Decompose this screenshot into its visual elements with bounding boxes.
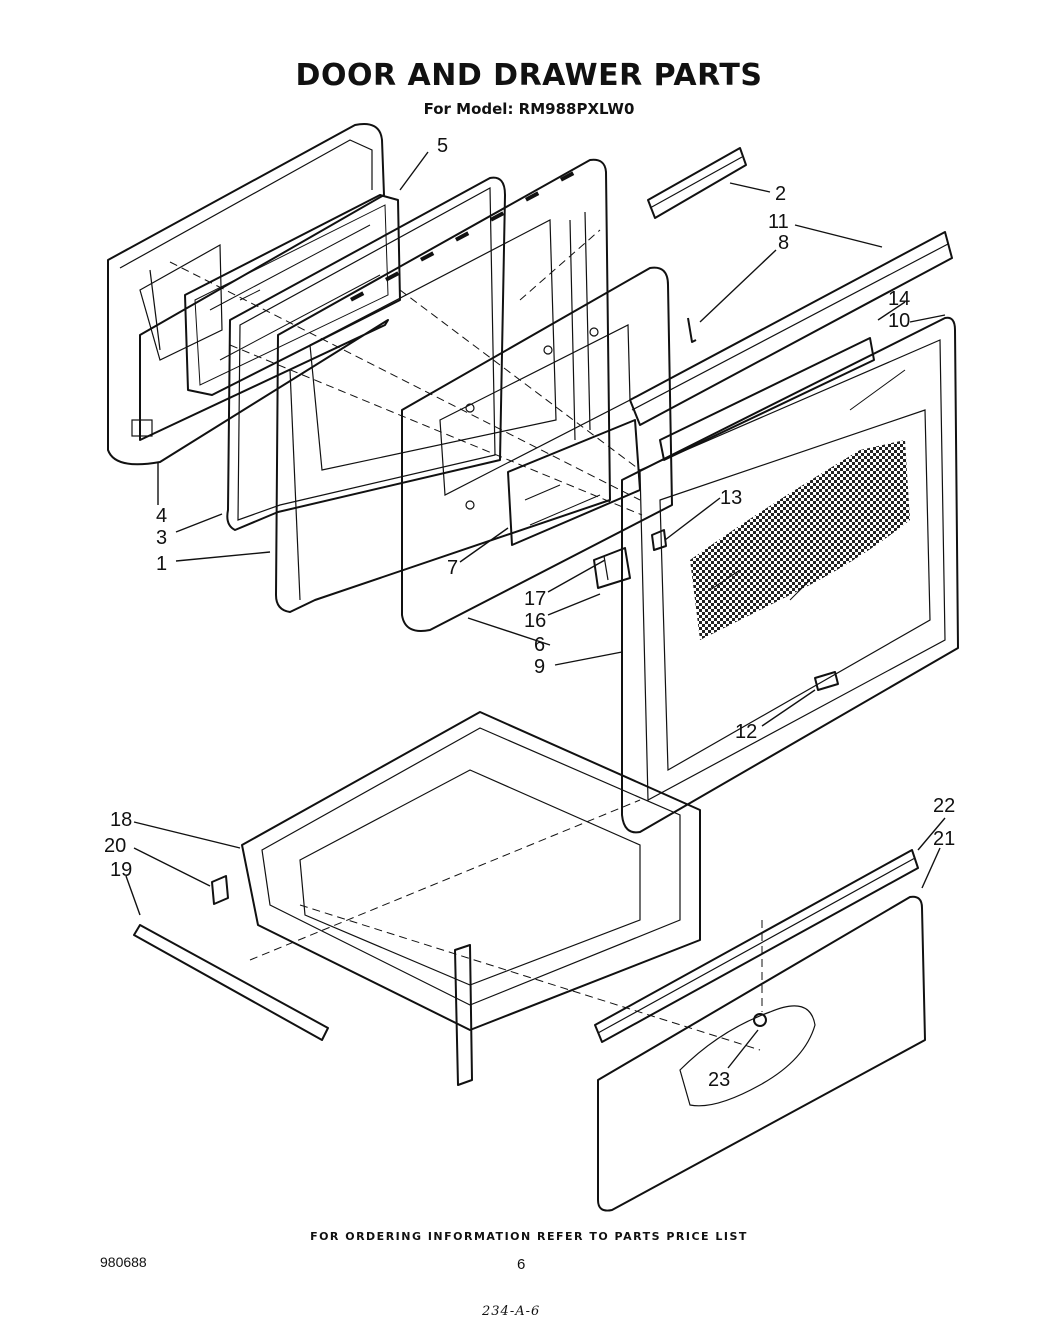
- door-hinge: [593, 547, 631, 589]
- drawer-glide-clip: [211, 875, 229, 905]
- window-glass-pack: [184, 194, 401, 396]
- inner-glass: [507, 419, 641, 546]
- oven-door-frame: [621, 316, 959, 834]
- callout-6: 6: [534, 634, 545, 656]
- callout-8: 8: [778, 232, 789, 254]
- door-handle-clip: [814, 671, 839, 691]
- door-clip: [687, 317, 697, 343]
- callout-5: 5: [437, 135, 448, 157]
- liner-vent-slots: [350, 171, 575, 302]
- vent-trim: [629, 231, 953, 426]
- door-stop: [651, 529, 667, 551]
- callout-11: 11: [768, 211, 789, 233]
- callout-22: 22: [933, 795, 955, 817]
- storage-drawer: [241, 711, 701, 1086]
- callout-14: 14: [888, 288, 910, 310]
- outer-door-panel: [107, 123, 389, 466]
- callout-17: 17: [524, 588, 546, 610]
- drawer-fastener: [753, 1013, 767, 1027]
- inner-door-liner: [275, 158, 611, 613]
- alignment-lines: [169, 229, 763, 1051]
- callout-20: 20: [104, 835, 126, 857]
- page-number: 6: [517, 1256, 526, 1273]
- ordering-info-note: FOR ORDERING INFORMATION REFER TO PARTS …: [310, 1230, 748, 1243]
- callout-1: 1: [156, 553, 167, 575]
- callout-16: 16: [524, 610, 546, 632]
- callout-3: 3: [156, 527, 167, 549]
- page-title: DOOR AND DRAWER PARTS: [295, 58, 763, 93]
- callout-18: 18: [110, 809, 132, 831]
- callout-21: 21: [933, 828, 955, 850]
- top-trim: [647, 147, 747, 219]
- callout-13: 13: [720, 487, 742, 509]
- drawer-trim-strip: [594, 849, 919, 1043]
- document-number: 980688: [100, 1254, 147, 1270]
- callout-2: 2: [775, 183, 786, 205]
- callout-10: 10: [888, 310, 910, 332]
- handwritten-note: 234-A-6: [482, 1304, 541, 1319]
- drawer-front-panel: [597, 895, 926, 1212]
- callout-9: 9: [534, 656, 545, 678]
- door-gasket: [226, 176, 506, 531]
- callout-12: 12: [735, 721, 757, 743]
- model-subtitle: For Model: RM988PXLW0: [423, 100, 635, 118]
- leader-lines: [125, 151, 946, 1069]
- vent-cover: [659, 337, 875, 461]
- callout-4: 4: [156, 505, 167, 527]
- callout-19: 19: [110, 859, 132, 881]
- drawer-rail: [133, 924, 329, 1041]
- callout-23: 23: [708, 1069, 730, 1091]
- callout-7: 7: [447, 557, 458, 579]
